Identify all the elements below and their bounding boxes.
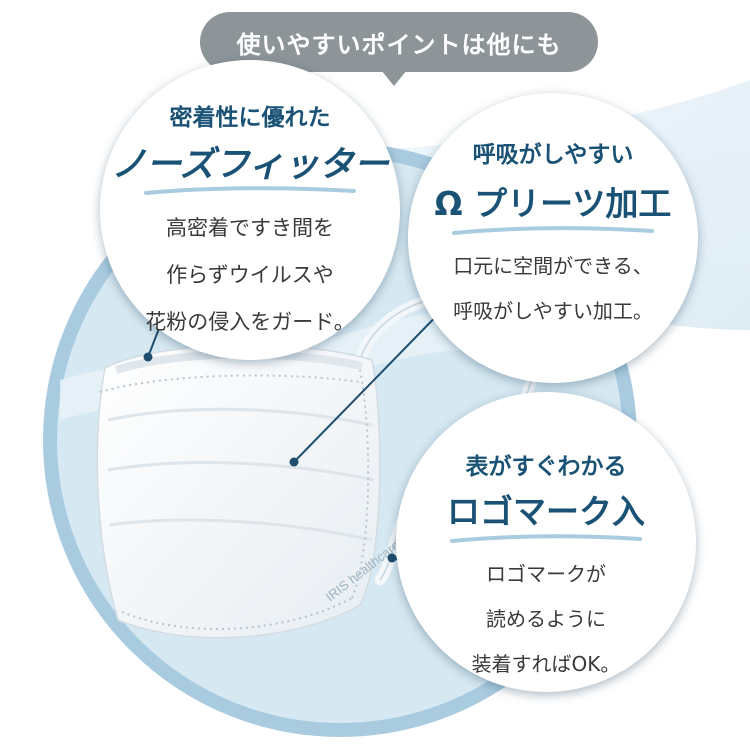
callout-subtitle: 密着性に優れた	[169, 105, 331, 131]
callout-omega-pleats: 呼吸がしやすい Ω プリーツ加工 口元に空間ができる、 呼吸がしやすい加工。	[408, 93, 698, 383]
swoosh-underline	[450, 534, 642, 543]
mask-pleat	[109, 518, 373, 542]
mask-pleat	[107, 461, 375, 482]
callout-body-line: 作らずウイルスや	[166, 263, 334, 287]
callout-subtitle: 表がすぐわかる	[465, 454, 627, 480]
banner-text: 使いやすいポイントは他にも	[236, 30, 562, 59]
callout-title: Ω プリーツ加工	[434, 184, 672, 223]
callout-body-line: 花粉の侵入をガード。	[145, 310, 355, 334]
swoosh-underline	[452, 226, 654, 235]
callout-subtitle: 呼吸がしやすい	[472, 142, 634, 168]
leader-dot-nose	[143, 352, 153, 362]
banner-pointer	[381, 70, 407, 86]
callout-title: ノーズフィッター	[111, 145, 389, 185]
callout-body-line: 呼吸がしやすい加工。	[453, 299, 653, 323]
callout-nose-fitter: 密着性に優れた ノーズフィッター 高密着ですき間を 作らずウイルスや 花粉の侵入…	[100, 60, 400, 360]
swoosh-underline	[144, 186, 356, 195]
mask-seam	[351, 369, 370, 599]
callout-body-line: 高密着ですき間を	[166, 216, 334, 240]
leader-dot-logo	[387, 553, 397, 563]
callout-body-line: 読めるように	[486, 607, 606, 631]
headline-banner: 使いやすいポイントは他にも	[200, 12, 598, 72]
leader-dot-pleat	[289, 457, 299, 467]
callout-logo-mark: 表がすぐわかる ロゴマーク入 ロゴマークが 読めるように 装着すればOK。	[396, 392, 696, 692]
callout-body-line: ロゴマークが	[486, 562, 606, 586]
callout-body-line: 装着すればOK。	[471, 652, 621, 676]
leader-line-pleat	[293, 299, 453, 463]
callout-body-line: 口元に空間ができる、	[453, 254, 653, 278]
callout-title: ロゴマーク入	[447, 492, 645, 531]
